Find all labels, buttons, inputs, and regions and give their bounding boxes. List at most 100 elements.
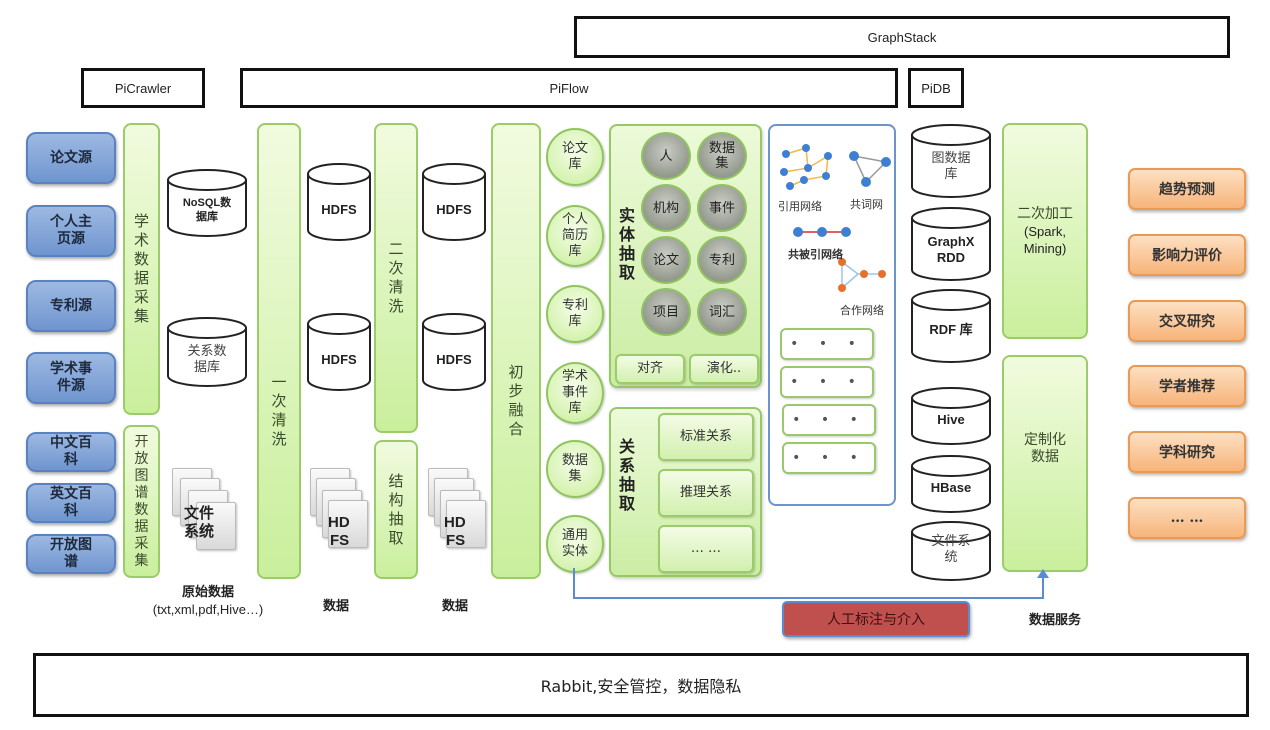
database-icon <box>422 313 486 391</box>
relation-label: 标准关系 <box>679 429 732 444</box>
pidb-header: PiDB <box>908 68 964 108</box>
graphx-rdd: GraphX RDD <box>910 206 992 282</box>
piflow-header: PiFlow <box>240 68 898 108</box>
evolve-label: 演化.. <box>706 361 742 376</box>
align-box: 对齐 <box>615 354 685 384</box>
entity-project: 项目 <box>641 288 691 336</box>
secondary-processing-label: 二次加工 <box>1017 205 1073 222</box>
application-label: 影响力评价 <box>1152 248 1222 264</box>
cooperation-network-label: 合作网络 <box>840 304 884 317</box>
picrawler-header: PiCrawler <box>81 68 205 108</box>
app-trend-prediction: 趋势预测 <box>1128 168 1246 210</box>
database-icon <box>911 207 991 281</box>
database-icon <box>307 313 371 391</box>
struct-extract-bar: 结构抽取 <box>374 440 418 579</box>
library-general-entity: 通用实体 <box>546 515 604 573</box>
pidb-store-label: Hive <box>937 412 965 427</box>
hdfs-file-label-top: HD <box>444 514 466 531</box>
relational-database: 关系数据库 <box>166 316 248 388</box>
library-label: 专利库 <box>561 298 588 329</box>
source-label: 个人主页源 <box>50 214 92 247</box>
entity-label: 数据集 <box>708 141 735 171</box>
hdfs-file-label-bottom: FS <box>446 532 466 549</box>
second-cleaning-label: 二次清洗 <box>388 240 404 315</box>
app-discipline-research: 学科研究 <box>1128 431 1246 473</box>
entity-vocabulary: 词汇 <box>697 288 747 336</box>
more-relation-box: … … <box>658 525 754 573</box>
pidb-store-label: 图数据库 <box>931 151 971 182</box>
entity-label: 论文 <box>652 252 679 268</box>
first-cleaning-label: 一次清洗 <box>271 373 287 448</box>
entity-label: 人 <box>659 148 673 164</box>
library-dataset: 数据集 <box>546 440 604 498</box>
cocited-network-label: 共被引网络 <box>788 248 843 261</box>
source-open-graph: 开放图谱 <box>26 534 116 574</box>
fusion-bar: 初步融合 <box>491 123 541 579</box>
network-placeholder: • • • <box>780 328 874 360</box>
entity-label: 项目 <box>652 304 679 320</box>
entity-extraction-title: 实体抽取 <box>619 206 636 282</box>
entity-label: 词汇 <box>708 304 735 320</box>
library-academic-event: 学术事件库 <box>546 362 604 424</box>
raw-data-title: 原始数据 <box>181 585 234 600</box>
library-label: 数据集 <box>561 453 588 484</box>
hdfs-label: HDFS <box>321 202 357 217</box>
database-icon <box>911 124 991 198</box>
hdfs-file-label-bottom: FS <box>330 532 350 549</box>
pidb-store-label: GraphX RDD <box>927 234 975 265</box>
manual-annotation-label: 人工标注与介入 <box>827 612 925 628</box>
entity-person: 人 <box>641 132 691 180</box>
pidb-store-label: 文件系统 <box>931 534 971 565</box>
align-label: 对齐 <box>636 361 663 376</box>
source-academic-event: 学术事件源 <box>26 352 116 404</box>
relation-label: 推理关系 <box>679 485 732 500</box>
source-label: 开放图谱 <box>50 537 92 570</box>
library-patent: 专利库 <box>546 285 604 343</box>
application-label: 学者推荐 <box>1159 379 1215 395</box>
pidb-label: PiDB <box>921 80 951 96</box>
source-label: 论文源 <box>50 149 92 166</box>
database-icon <box>911 387 991 445</box>
footer-label: Rabbit,安全管控，数据隐私 <box>540 677 742 696</box>
first-cleaning-bar: 一次清洗 <box>257 123 301 579</box>
pidb-store-label: HBase <box>930 480 972 495</box>
graph-database: 图数据库 <box>910 123 992 199</box>
app-more: … … <box>1128 497 1246 539</box>
source-label: 英文百科 <box>50 486 92 519</box>
hdfs-label: HDFS <box>436 352 472 367</box>
database-icon <box>911 521 991 581</box>
relation-label: … … <box>690 541 722 556</box>
entity-extraction-panel: 实体抽取 人 数据集 机构 事件 论文 专利 项目 词汇 对齐 演化.. <box>609 124 762 388</box>
raw-data-caption: 原始数据 (txt,xml,pdf,Hive…) <box>128 584 288 618</box>
evolve-box: 演化.. <box>689 354 759 384</box>
app-scholar-recommendation: 学者推荐 <box>1128 365 1246 407</box>
network-graphs-icon <box>780 144 891 292</box>
library-paper: 论文库 <box>546 128 604 186</box>
academic-collection-label: 学术数据采集 <box>134 212 150 325</box>
entity-label: 机构 <box>652 200 679 216</box>
library-label: 个人简历库 <box>561 212 588 259</box>
hdfs-files-icon: HD FS <box>428 468 488 552</box>
rdf-store: RDF 库 <box>910 288 992 364</box>
database-icon <box>167 317 247 387</box>
source-patent: 专利源 <box>26 280 116 332</box>
entity-organization: 机构 <box>641 184 691 232</box>
graphstack-header: GraphStack <box>574 16 1230 58</box>
open-graph-collection-label: 开放图谱数据采集 <box>134 433 149 569</box>
data-service-caption: 数据服务 <box>1028 613 1081 628</box>
piflow-label: PiFlow <box>549 80 589 96</box>
entity-dataset: 数据集 <box>697 132 747 180</box>
academic-collection-bar: 学术数据采集 <box>123 123 160 415</box>
feedback-arrow <box>573 568 1049 599</box>
application-label: 趋势预测 <box>1159 182 1215 198</box>
hive-store: Hive <box>910 386 992 446</box>
source-label: 学术事件源 <box>50 361 92 394</box>
custom-data-label: 定制化数据 <box>1024 431 1066 465</box>
application-label: 交叉研究 <box>1159 314 1215 330</box>
entity-patent: 专利 <box>697 236 747 284</box>
entity-event: 事件 <box>697 184 747 232</box>
pidb-store-label: RDF 库 <box>929 322 973 337</box>
source-homepage: 个人主页源 <box>26 205 116 257</box>
custom-data-box: 定制化数据 <box>1002 355 1088 572</box>
picrawler-label: PiCrawler <box>114 80 172 96</box>
